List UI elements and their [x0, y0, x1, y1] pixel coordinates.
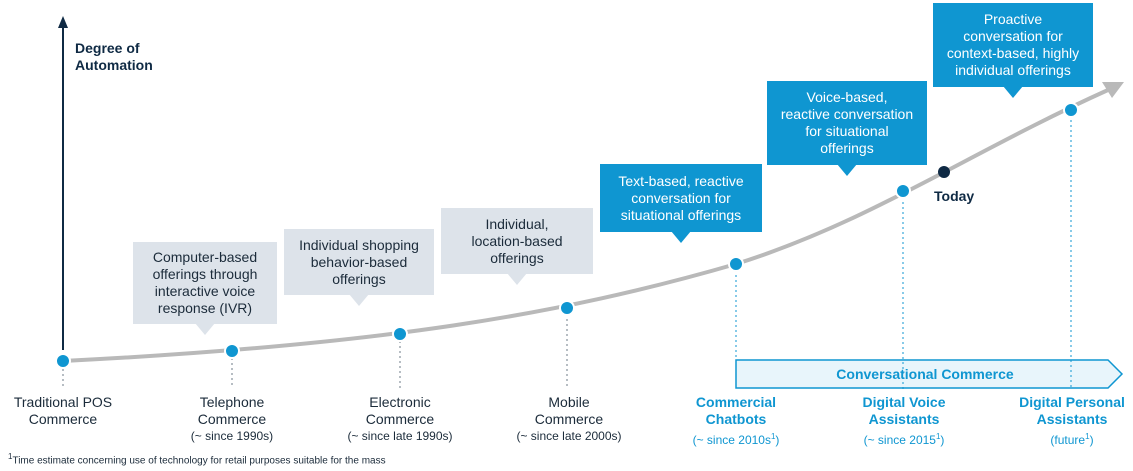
accent-leader-lines [735, 110, 1072, 390]
callout-mobile: Individual, location-based offerings [441, 208, 593, 285]
growth-curve [62, 88, 1109, 363]
stage-label-pos: Traditional POS Commerce [0, 394, 138, 428]
curve-arrowhead-icon [1102, 82, 1124, 98]
milestone-dot-pos [55, 353, 71, 369]
callout-voice-assistants: Voice-based, reactive conversation for s… [767, 81, 927, 176]
since-text: (~ since 2015 [863, 433, 936, 447]
footnote-text: Time estimate concerning use of technolo… [12, 455, 386, 467]
callout-electronic: Individual shopping behavior-based offer… [284, 229, 434, 306]
stage-name: Digital Personal Assistants [1019, 394, 1125, 427]
footnote-number: 1 [8, 452, 13, 461]
stage-name: Mobile Commerce [534, 394, 604, 427]
footnote-mark: 1 [1085, 432, 1090, 441]
stage-label-electronic: Electronic Commerce (~ since late 1990s) [325, 394, 475, 445]
today-label: Today [934, 188, 975, 204]
stage-since: (~ since late 1990s) [347, 429, 453, 443]
milestone-dot-electronic [392, 326, 408, 342]
band-label: Conversational Commerce [836, 366, 1014, 382]
stage-since: (future1) [1050, 432, 1094, 447]
stage-since: (~ since 2010s1) [692, 432, 780, 447]
footnote-mark: 1 [770, 432, 776, 441]
stage-since: (~ since 1990s) [190, 429, 274, 443]
footnote-mark: 1 [935, 432, 941, 441]
callout-chatbots: Text-based, reactive conversation for si… [600, 164, 762, 243]
milestone-dots [55, 102, 1079, 369]
stage-label-chatbots: Commercial Chatbots (~ since 2010s1) [661, 394, 811, 449]
milestone-dot-chatbots [728, 256, 744, 272]
stage-label-personal-assistants: Digital Personal Assistants (future1) [997, 394, 1133, 449]
stage-name: Digital Voice Assistants [862, 394, 946, 427]
milestone-dot-personal [1063, 102, 1079, 118]
stage-name: Telephone Commerce [197, 394, 267, 427]
milestone-dot-mobile [559, 300, 575, 316]
conversational-commerce-band [735, 359, 1124, 389]
milestone-dot-voice [895, 183, 911, 199]
callout-telephone: Computer-based offerings through interac… [133, 242, 277, 335]
y-axis-arrow-icon [58, 16, 68, 28]
footnote: 1Time estimate concerning use of technol… [8, 452, 386, 466]
milestone-dot-telephone [224, 343, 240, 359]
stage-label-mobile: Mobile Commerce (~ since late 2000s) [494, 394, 644, 445]
since-text: (~ since 2010s [692, 433, 771, 447]
axis-title: Degree of Automation [75, 40, 153, 73]
since-text: (future [1050, 433, 1086, 447]
stage-label-voice-assistants: Digital Voice Assistants (~ since 20151) [829, 394, 979, 449]
today-marker-icon [938, 166, 950, 178]
stage-name: Electronic Commerce [365, 394, 435, 427]
stage-since: (~ since late 2000s) [516, 429, 622, 443]
callout-personal-assistants: Proactive conversation for context-based… [933, 3, 1093, 98]
stage-name: Commercial Chatbots [695, 394, 777, 427]
stage-label-telephone: Telephone Commerce (~ since 1990s) [157, 394, 307, 445]
stage-since: (~ since 20151) [863, 432, 945, 447]
stage-name: Traditional POS Commerce [13, 394, 113, 427]
